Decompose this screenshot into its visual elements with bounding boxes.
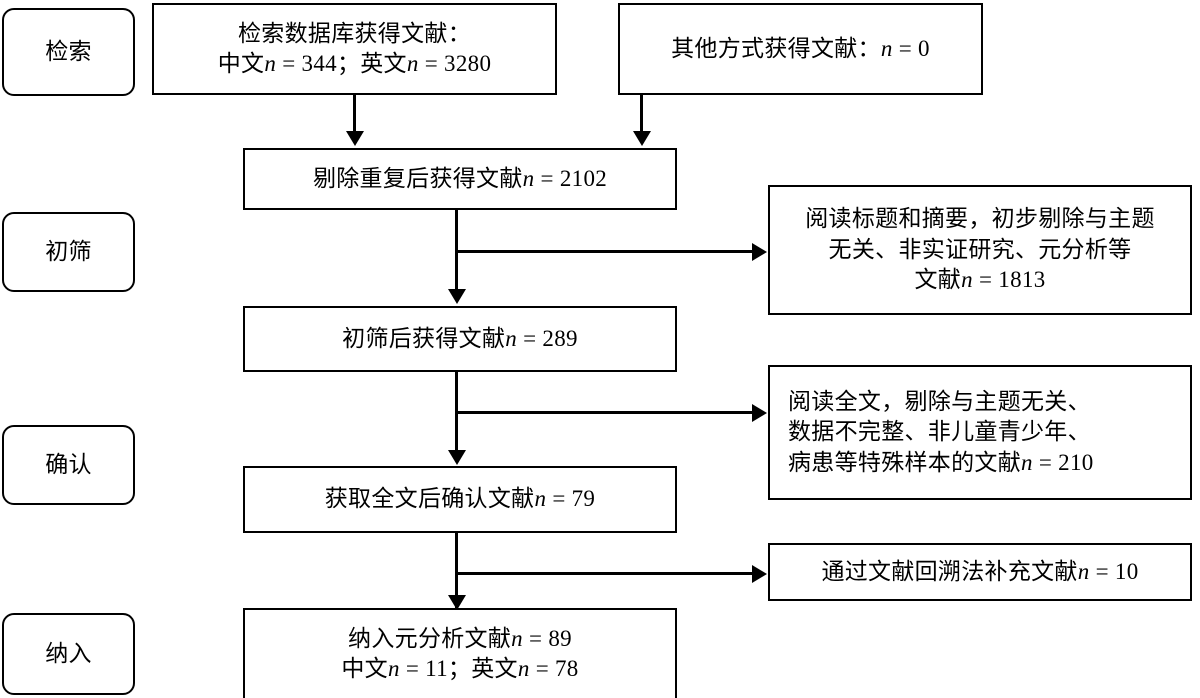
- included-cn-label: 中文: [341, 656, 388, 681]
- after-dedup-text: 剔除重复后获得文献n = 2102: [313, 164, 607, 194]
- db-en-n: n: [406, 51, 419, 76]
- arrowhead-dedup-to-excluded-titles: [752, 243, 767, 261]
- box-after-screening: 初筛后获得文献n = 289: [243, 306, 677, 372]
- after-fulltext-text: 获取全文后确认文献n = 79: [325, 484, 596, 514]
- added-by-reference-value: = 10: [1089, 558, 1139, 584]
- included-final-line1: 纳入元分析文献n = 89: [348, 624, 572, 654]
- other-sources-value: = 0: [892, 35, 930, 61]
- added-by-reference-text: 通过文献回溯法补充文献n = 10: [821, 557, 1138, 587]
- after-dedup-label: 剔除重复后获得文献: [312, 165, 523, 191]
- connector-screening-to-excluded-fulltext: [455, 411, 753, 414]
- included-final-line2: 中文n = 11；英文n = 78: [341, 654, 578, 684]
- after-dedup-n: n: [522, 165, 535, 191]
- stage-label-eligibility: 确认: [2, 425, 135, 505]
- excluded-fulltext-line2: 数据不完整、非儿童青少年、: [788, 419, 1091, 445]
- connector-dedup-to-excluded-titles: [455, 250, 753, 253]
- db-en-value: = 3280: [418, 51, 492, 76]
- added-by-reference-n: n: [1077, 558, 1090, 584]
- box-excluded-title-abstract: 阅读标题和摘要，初步剔除与主题 无关、非实证研究、元分析等 文献n = 1813: [768, 185, 1192, 315]
- database-search-line2: 中文n = 344；英文n = 3280: [218, 49, 492, 79]
- after-screening-n: n: [505, 325, 518, 351]
- excluded-fulltext-label: 病患等特殊样本的文献: [788, 449, 1021, 475]
- after-fulltext-label: 获取全文后确认文献: [324, 486, 535, 512]
- box-after-dedup: 剔除重复后获得文献n = 2102: [243, 148, 677, 210]
- box-added-by-reference: 通过文献回溯法补充文献n = 10: [768, 543, 1192, 601]
- stage-label-included: 纳入: [2, 613, 135, 695]
- box-after-fulltext: 获取全文后确认文献n = 79: [243, 466, 677, 533]
- included-en-n: n: [517, 656, 530, 681]
- excluded-titles-n: n: [961, 267, 973, 293]
- after-screening-value: = 289: [517, 325, 578, 351]
- stage-label-eligibility-text: 确认: [45, 451, 92, 477]
- included-final-value: = 89: [522, 625, 572, 651]
- db-cn-value: = 344；: [276, 51, 361, 76]
- after-screening-label: 初筛后获得文献: [342, 325, 506, 351]
- connector-fulltext-to-added-refs: [455, 572, 753, 575]
- connector-fulltext-to-included: [455, 533, 458, 609]
- arrowhead-screening-to-fulltext: [448, 450, 466, 465]
- included-cn-n: n: [387, 656, 400, 681]
- excluded-fulltext-value: = 210: [1032, 449, 1094, 475]
- arrowhead-other-to-dedup: [633, 131, 651, 146]
- excluded-titles-line1: 阅读标题和摘要，初步剔除与主题: [805, 206, 1155, 232]
- included-cn-value: = 11；: [399, 656, 472, 681]
- stage-label-screening-text: 初筛: [45, 238, 92, 264]
- db-cn-n: n: [264, 51, 277, 76]
- after-dedup-value: = 2102: [534, 165, 608, 191]
- box-database-search: 检索数据库获得文献： 中文n = 344；英文n = 3280: [152, 3, 557, 95]
- other-sources-text: 其他方式获得文献：n = 0: [671, 34, 930, 64]
- arrowhead-database-to-dedup: [346, 131, 364, 146]
- stage-label-included-text: 纳入: [45, 640, 92, 666]
- added-by-reference-label: 通过文献回溯法补充文献: [821, 558, 1078, 584]
- arrowhead-fulltext-to-included: [448, 595, 466, 610]
- stage-label-screening: 初筛: [2, 212, 135, 292]
- arrowhead-dedup-to-screening: [448, 289, 466, 304]
- db-en-label: 英文: [360, 51, 407, 76]
- connector-database-to-dedup: [353, 95, 356, 133]
- included-en-label: 英文: [471, 656, 518, 681]
- arrowhead-fulltext-to-added-refs: [752, 565, 767, 583]
- after-fulltext-n: n: [534, 486, 547, 512]
- after-fulltext-value: = 79: [546, 486, 596, 512]
- included-en-value: = 78: [529, 656, 579, 681]
- box-included-final: 纳入元分析文献n = 89 中文n = 11；英文n = 78: [243, 608, 677, 698]
- excluded-fulltext-n: n: [1021, 449, 1033, 475]
- box-other-sources: 其他方式获得文献：n = 0: [618, 3, 983, 95]
- arrowhead-screening-to-excluded-fulltext: [752, 404, 767, 422]
- other-sources-n: n: [880, 35, 893, 61]
- box-excluded-fulltext: 阅读全文，剔除与主题无关、 数据不完整、非儿童青少年、 病患等特殊样本的文献n …: [768, 365, 1192, 500]
- excluded-titles-label: 文献: [914, 267, 962, 293]
- after-screening-text: 初筛后获得文献n = 289: [342, 324, 578, 354]
- excluded-titles-line2: 无关、非实证研究、元分析等: [828, 236, 1132, 262]
- excluded-fulltext-line3: 病患等特殊样本的文献n = 210: [788, 448, 1094, 478]
- database-search-line1: 检索数据库获得文献：: [238, 20, 471, 46]
- db-cn-label: 中文: [217, 51, 265, 76]
- other-sources-label: 其他方式获得文献：: [671, 35, 881, 61]
- stage-label-search-text: 检索: [45, 38, 92, 64]
- excluded-titles-line3: 文献n = 1813: [915, 265, 1046, 295]
- included-final-label: 纳入元分析文献: [348, 625, 512, 651]
- excluded-fulltext-line1: 阅读全文，剔除与主题无关、: [788, 388, 1091, 414]
- connector-other-to-dedup: [640, 95, 643, 133]
- excluded-titles-value: = 1813: [972, 267, 1046, 293]
- included-final-n: n: [511, 625, 523, 651]
- stage-label-search: 检索: [2, 8, 135, 96]
